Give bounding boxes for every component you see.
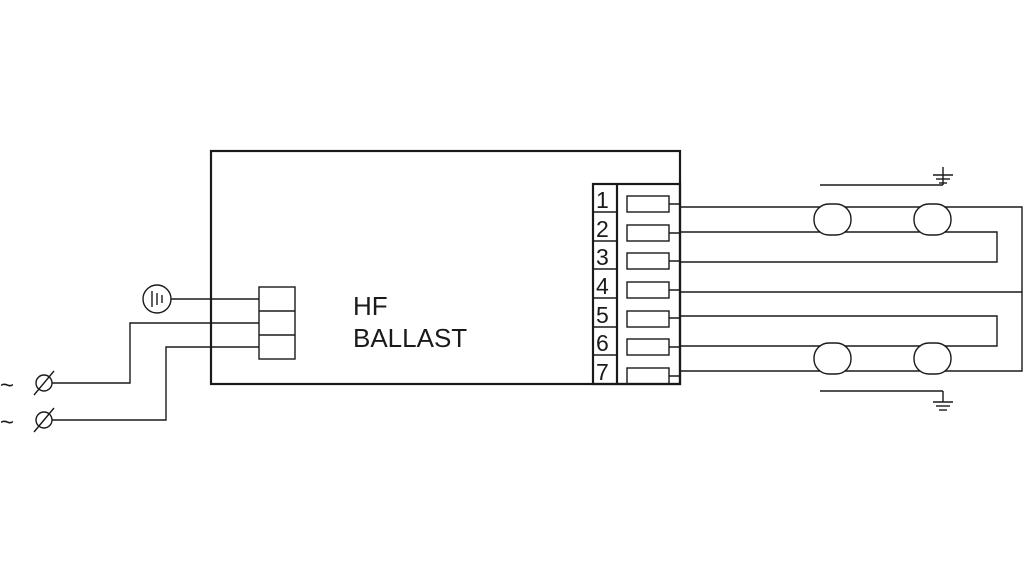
terminal-number-2: 2 — [596, 216, 609, 242]
output-wiring — [669, 203, 1023, 377]
lower-lamp-icon — [813, 342, 952, 375]
ballast-label-line1: HF — [353, 291, 388, 321]
terminal-number-6: 6 — [596, 330, 609, 356]
ballast-label-line2: BALLAST — [353, 323, 467, 353]
mains-terminal-2-icon — [33, 407, 55, 433]
upper-lamp-icon — [813, 203, 952, 236]
terminal-number-3: 3 — [596, 244, 609, 270]
upper-ground-icon — [820, 167, 953, 186]
terminal-sockets — [626, 195, 670, 385]
input-terminal-block — [258, 286, 296, 360]
mains-wire-2 — [52, 346, 259, 421]
earth-symbol-icon — [142, 284, 172, 314]
mains-wire-1 — [52, 322, 259, 384]
lower-ground-icon — [820, 390, 953, 411]
mains-tilde-1: ~ — [0, 372, 14, 399]
mains-tilde-2: ~ — [0, 409, 14, 436]
terminal-number-7: 7 — [596, 359, 609, 385]
terminal-number-4: 4 — [596, 273, 609, 299]
terminal-number-1: 1 — [596, 187, 609, 213]
mains-terminal-1-icon — [33, 370, 55, 396]
terminal-number-5: 5 — [596, 302, 609, 328]
